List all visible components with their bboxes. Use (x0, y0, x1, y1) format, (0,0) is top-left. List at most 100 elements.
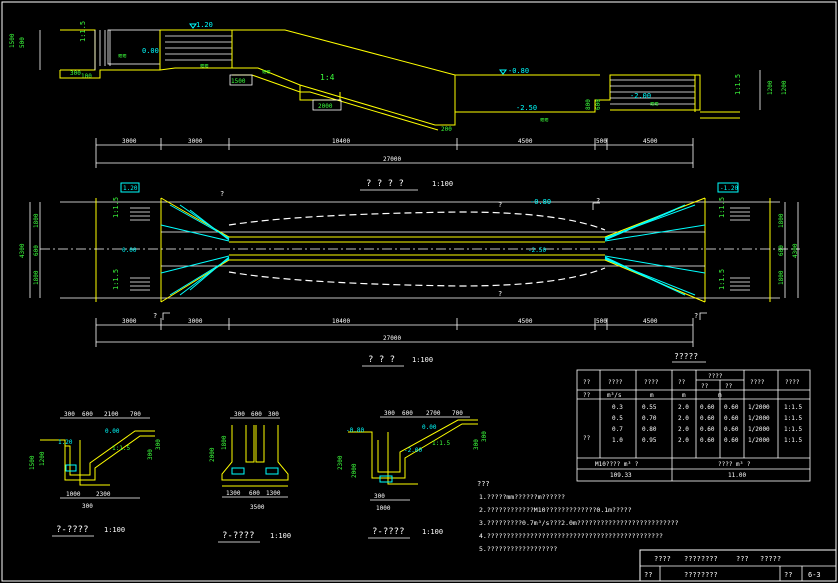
table-unit-4: m (682, 392, 686, 399)
table-subheader-1: ?? (701, 383, 709, 390)
svg-text:≋≋: ≋≋ (650, 100, 658, 108)
sec1-elev: 0.00 (105, 428, 120, 435)
table-unit-5: m (718, 392, 722, 399)
plan-section-mark-6: ? (596, 197, 600, 205)
title-block-cell: ????? (760, 555, 781, 563)
plan-mid-label: -0.80 (530, 198, 551, 206)
table-row-group: ?? (583, 435, 591, 442)
svg-text:≋≋: ≋≋ (262, 68, 270, 76)
profile-right-dim-1: 1200 (767, 80, 774, 95)
notes-heading: ??? (477, 480, 490, 488)
profile-right-dim-4: 600 (595, 99, 602, 110)
sec3-right-dim: 300 (481, 431, 488, 442)
table-cell: 1:1.5 (784, 437, 802, 444)
table-subheader-2: ?? (725, 383, 733, 390)
table-foot-right-label: ???? m³ ? (718, 461, 751, 468)
table-header-5: ???? (708, 373, 723, 380)
plan-right-dim-1: 1800 (778, 213, 785, 228)
table-cell: 1/2000 (748, 404, 770, 411)
profile-right-dim-2: 1200 (781, 80, 788, 95)
table-unit-2: m³/s (607, 392, 622, 399)
note-item: 2.????????????M10?????????????0.1m????? (479, 506, 632, 514)
sec3-bottom-dim: 1000 (376, 505, 391, 512)
table-unit-1: ?? (583, 392, 591, 399)
table-header-6: ???? (750, 379, 765, 386)
sec2-title: ?-???? (222, 531, 255, 541)
plan-scale: 1:100 (412, 356, 433, 364)
table-cell: 0.5 (612, 415, 623, 422)
sec2-top-dim: 600 (251, 411, 262, 418)
sec2-left-dim: 2000 (209, 447, 216, 462)
table-header-7: ???? (785, 379, 800, 386)
plan-left-dim-1: 1800 (33, 213, 40, 228)
plan-center-label-right: -2.50 (528, 247, 546, 254)
profile-dim-mid-2: 2000 (318, 103, 333, 110)
profile-dim-mid-1: 1500 (231, 78, 246, 85)
sec1-title: ?-???? (56, 525, 89, 535)
table-cell: 2.0 (678, 426, 689, 433)
sec3-left-dim: 2000 (351, 463, 358, 478)
plan-right-dim-2: 4300 (792, 243, 799, 258)
table-title: ????? (674, 352, 698, 361)
sec2-bottom-dim: 600 (249, 490, 260, 497)
table-unit-3: m (650, 392, 654, 399)
table-cell: 1.0 (612, 437, 623, 444)
plan-right-label: -1.20 (720, 185, 738, 192)
sec1-top-dim: 300 (64, 411, 75, 418)
plan-dim-4500b: 4500 (643, 318, 658, 325)
table-cell: 1/2000 (748, 437, 770, 444)
sec1-left-dim: 1200 (39, 451, 46, 466)
svg-text:≋≋: ≋≋ (540, 116, 548, 124)
table-cell: 0.60 (724, 426, 739, 433)
table-cell: 2.0 (678, 415, 689, 422)
table-cell: 0.55 (642, 404, 657, 411)
table-cell: 1:1.5 (784, 426, 802, 433)
profile-elev-2: 0.00 (142, 47, 159, 55)
sec3-scale: 1:100 (422, 528, 443, 536)
section-1: 300 600 2100 700 1.20 0.00 1:1.5 1500 12… (29, 411, 162, 537)
title-block-cell: ?? (644, 571, 652, 579)
plan-view: 1.20 -1.20 -0.80 0.00 -2.50 1:1.5 1:1.5 … (19, 182, 800, 367)
title-block: ???? ???????? ??? ????? ?? ???????? ?? 6… (639, 549, 837, 582)
profile-elev-5: -2.00 (630, 92, 651, 100)
plan-right-dim-3: 600 (778, 245, 785, 256)
profile-dim-3000a: 3000 (122, 138, 137, 145)
sec1-bottom-dim: 1000 (66, 491, 81, 498)
sec1-bottom-dim: 300 (82, 503, 93, 510)
sec3-left-dim: 2300 (337, 455, 344, 470)
plan-dim-3000b: 3000 (188, 318, 203, 325)
plan-title: ? ? ? (368, 355, 395, 365)
sec3-top-dim: 600 (402, 410, 413, 417)
note-item: 3.?????????0.7m³/s???2.0m???????????????… (479, 519, 679, 527)
profile-dim-3000b: 3000 (188, 138, 203, 145)
sec1-left-dim: 1500 (29, 455, 36, 470)
notes: ??? 1.?????mm??????m?????? 2.???????????… (477, 480, 679, 553)
sec3-top-dim: 2700 (426, 410, 441, 417)
sec1-slope: 1:1.5 (112, 445, 130, 452)
table-cell: 0.7 (612, 426, 623, 433)
plan-dim-500: 500 (596, 318, 607, 325)
svg-text:≋≋: ≋≋ (118, 52, 126, 60)
profile-view: 1500 500 100 300 1:1.5 (9, 21, 788, 191)
note-item: 4.??????????????????????????????????????… (479, 532, 663, 540)
table-foot-right-value: 11.00 (728, 472, 746, 479)
table-cell: 0.60 (700, 426, 715, 433)
table-cell: 0.60 (724, 437, 739, 444)
table-foot-left-label: M10???? m³ ? (595, 461, 639, 468)
title-block-cell: 6-3 (808, 571, 821, 579)
plan-section-mark-5: ? (694, 312, 698, 320)
profile-slope-left: 1:1.5 (79, 21, 87, 42)
sec2-left-dim: 1800 (221, 435, 228, 450)
plan-slope-3: 1:1.5 (718, 197, 726, 218)
profile-title: ? ? ? ? (366, 179, 404, 189)
sec2-bottom-dim: 1300 (266, 490, 281, 497)
sec2-bottom-dim: 3500 (250, 504, 265, 511)
plan-section-mark-2: ? (498, 201, 502, 209)
sec2-scale: 1:100 (270, 532, 291, 540)
sec3-bottom-dim: 300 (374, 493, 385, 500)
title-block-cell: ???? (654, 555, 671, 563)
note-item: 1.?????mm??????m?????? (479, 493, 565, 501)
table-cell: 0.80 (642, 426, 657, 433)
profile-elev-4: -2.50 (516, 104, 537, 112)
